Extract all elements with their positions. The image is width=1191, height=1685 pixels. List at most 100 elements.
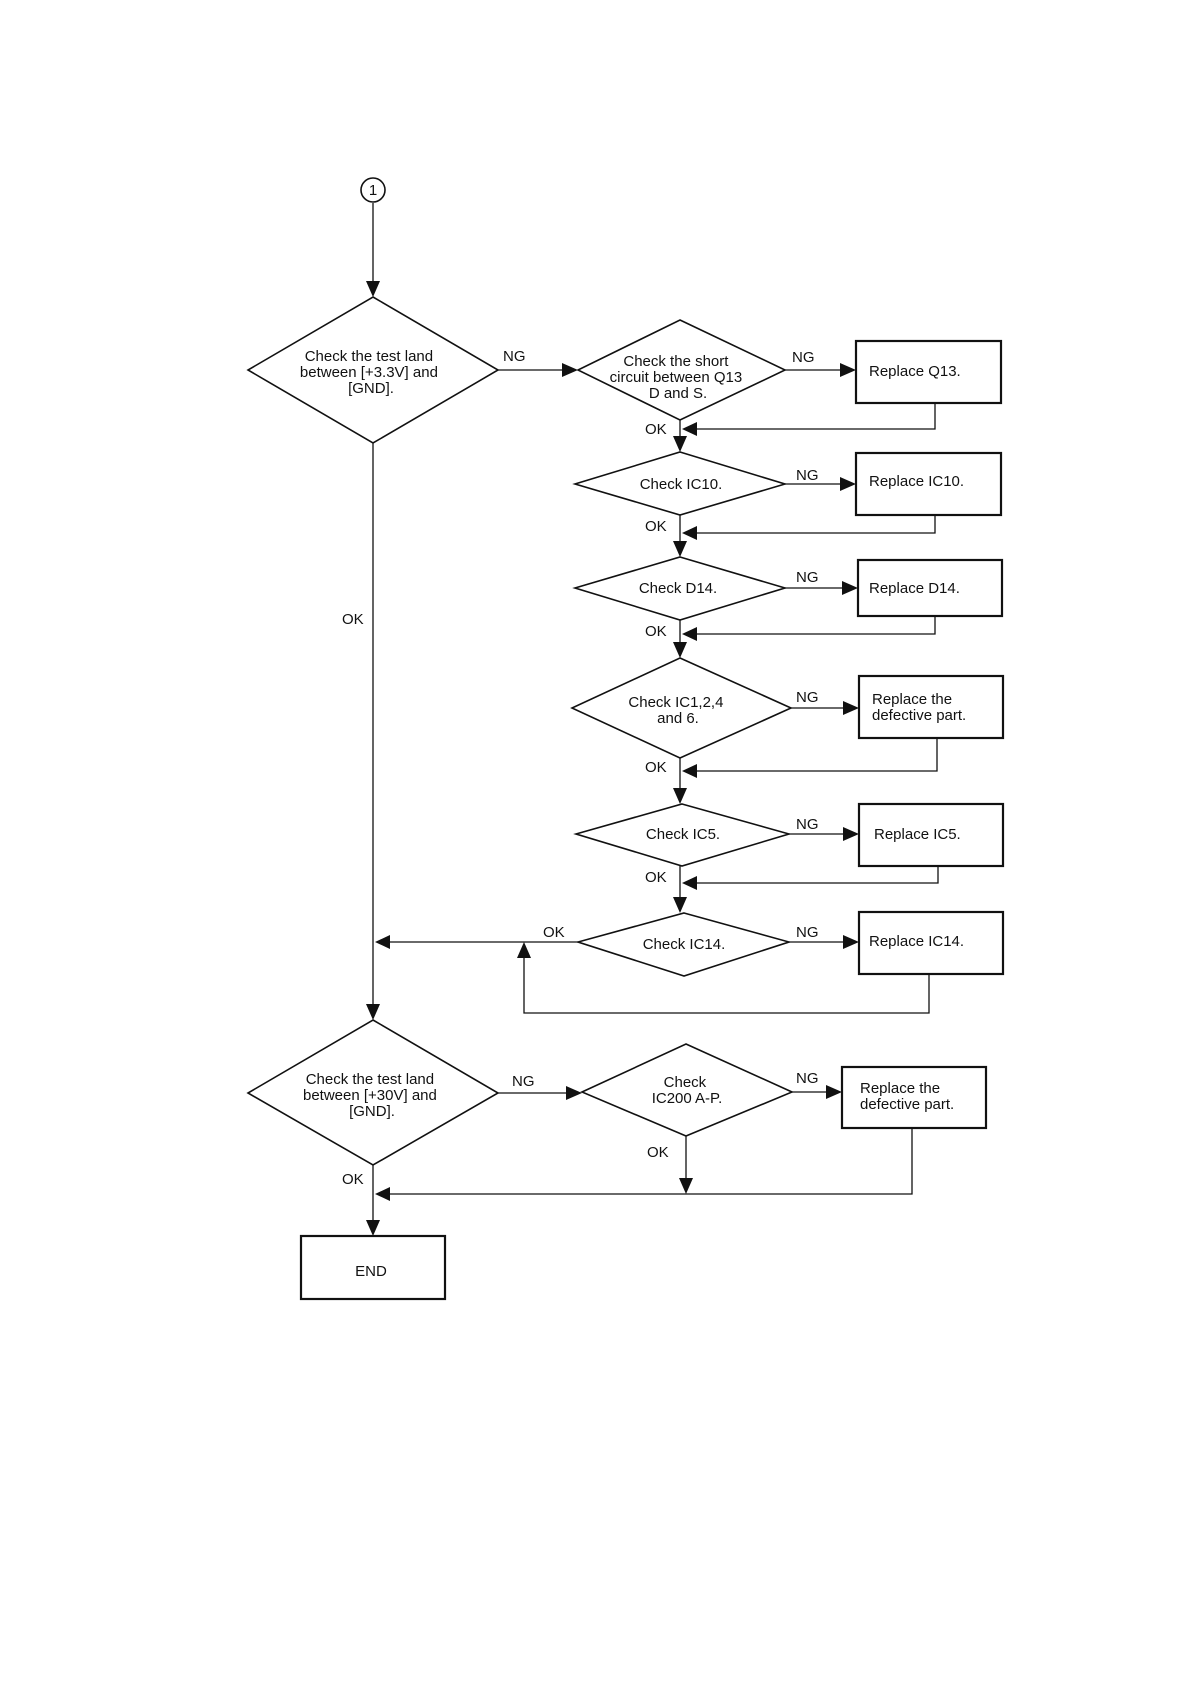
decision-line: Check the test land	[306, 1071, 434, 1088]
arrowhead	[366, 281, 380, 297]
arrowhead	[843, 935, 859, 949]
flow-labels: NG NG OK NG OK OK NG OK NG OK NG OK OK N…	[342, 348, 819, 1188]
ok-label: OK	[342, 611, 364, 628]
ng-label: NG	[512, 1073, 535, 1090]
arrowheads	[366, 281, 859, 1236]
decision-check-q13: Check the short circuit between Q13 D an…	[576, 319, 787, 421]
ng-label: NG	[796, 924, 819, 941]
decision-line: Check IC1,2,4	[628, 694, 723, 711]
arrowhead	[682, 876, 697, 890]
arrowhead	[826, 1085, 842, 1099]
decision-text: Check D14.	[639, 580, 717, 597]
arrowhead	[682, 764, 697, 778]
action-text: Replace Q13.	[869, 363, 961, 380]
arrowhead	[375, 935, 390, 949]
ok-label: OK	[645, 518, 667, 535]
action-line: defective part.	[872, 707, 966, 724]
decision-check-ic10: Check IC10.	[572, 451, 788, 516]
decision-check-ic200: Check IC200 A-P.	[580, 1043, 795, 1137]
action-replace-ic5: Replace IC5.	[857, 802, 1005, 868]
action-replace-defective-part: Replace the defective part.	[857, 674, 1005, 740]
ng-label: NG	[503, 348, 526, 365]
ok-label: OK	[645, 623, 667, 640]
end-box: END	[299, 1234, 447, 1301]
decision-line: and 6.	[657, 710, 699, 727]
arrowhead	[517, 942, 531, 958]
ok-label: OK	[645, 759, 667, 776]
decision-line: Check	[664, 1074, 707, 1091]
decision-line: Check the test land	[305, 348, 433, 365]
ok-label: OK	[647, 1144, 669, 1161]
decision-text: Check the short circuit between Q13 D an…	[610, 353, 747, 402]
action-line: Replace the	[872, 691, 952, 708]
start-connector: 1	[360, 177, 386, 203]
decision-line: D and S.	[649, 385, 707, 402]
action-line: Replace the	[860, 1080, 940, 1097]
decision-text: Check IC200 A-P.	[652, 1074, 723, 1107]
arrowhead	[843, 701, 859, 715]
arrowhead	[682, 526, 697, 540]
arrowhead	[673, 541, 687, 557]
arrowhead	[673, 642, 687, 658]
ng-label: NG	[796, 1070, 819, 1087]
arrowhead	[840, 363, 856, 377]
arrowhead	[679, 1178, 693, 1194]
decision-line: [GND].	[349, 1103, 395, 1120]
decision-text: Check IC10.	[640, 476, 723, 493]
arrowhead	[682, 627, 697, 641]
action-replace-ic14: Replace IC14.	[857, 910, 1005, 976]
action-text: Replace IC14.	[869, 933, 964, 950]
action-replace-ic10: Replace IC10.	[854, 451, 1003, 517]
ng-label: NG	[792, 349, 815, 366]
decision-check-3v3: Check the test land between [+3.3V] and …	[246, 296, 500, 444]
decision-text: Check IC1,2,4 and 6.	[628, 694, 727, 727]
decision-line: between [+3.3V] and	[300, 364, 438, 381]
decision-check-ic1246: Check IC1,2,4 and 6.	[570, 657, 793, 759]
ok-label: OK	[645, 869, 667, 886]
arrowhead	[682, 422, 697, 436]
arrowhead	[562, 363, 578, 377]
arrowhead	[842, 581, 858, 595]
connector-lines	[372, 203, 939, 1222]
decision-line: between [+30V] and	[303, 1087, 437, 1104]
arrowhead	[366, 1004, 380, 1020]
ok-label: OK	[342, 1171, 364, 1188]
action-text: Replace IC10.	[869, 473, 964, 490]
arrowhead	[366, 1220, 380, 1236]
action-text: Replace IC5.	[874, 826, 961, 843]
arrowhead	[840, 477, 856, 491]
action-text: Replace D14.	[869, 580, 960, 597]
ng-label: NG	[796, 816, 819, 833]
end-text: END	[355, 1263, 387, 1280]
action-text: Replace the defective part.	[872, 691, 966, 724]
decision-text: Check the test land between [+3.3V] and …	[300, 348, 442, 397]
ng-label: NG	[796, 689, 819, 706]
decision-check-d14: Check D14.	[572, 556, 788, 621]
decision-text: Check the test land between [+30V] and […	[303, 1071, 441, 1120]
ok-label: OK	[543, 924, 565, 941]
action-line: defective part.	[860, 1096, 954, 1113]
decision-check-30v: Check the test land between [+30V] and […	[246, 1019, 500, 1166]
ng-label: NG	[796, 467, 819, 484]
arrowhead	[673, 788, 687, 804]
decision-check-ic14: Check IC14.	[575, 912, 792, 977]
arrowhead	[673, 436, 687, 452]
start-connector-label: 1	[369, 182, 377, 199]
action-text: Replace the defective part.	[860, 1080, 954, 1113]
arrowhead	[375, 1187, 390, 1201]
arrowhead	[673, 897, 687, 913]
decision-text: Check IC5.	[646, 826, 720, 843]
decision-line: Check the short	[623, 353, 729, 370]
decision-check-ic5: Check IC5.	[573, 803, 792, 867]
action-replace-d14: Replace D14.	[856, 558, 1004, 618]
decision-line: IC200 A-P.	[652, 1090, 723, 1107]
arrowhead	[843, 827, 859, 841]
ng-label: NG	[796, 569, 819, 586]
ok-label: OK	[645, 421, 667, 438]
arrowhead	[566, 1086, 582, 1100]
action-replace-defective-part-30v: Replace the defective part.	[840, 1065, 988, 1130]
decision-text: Check IC14.	[643, 936, 726, 953]
action-replace-q13: Replace Q13.	[854, 339, 1003, 405]
decision-line: [GND].	[348, 380, 394, 397]
